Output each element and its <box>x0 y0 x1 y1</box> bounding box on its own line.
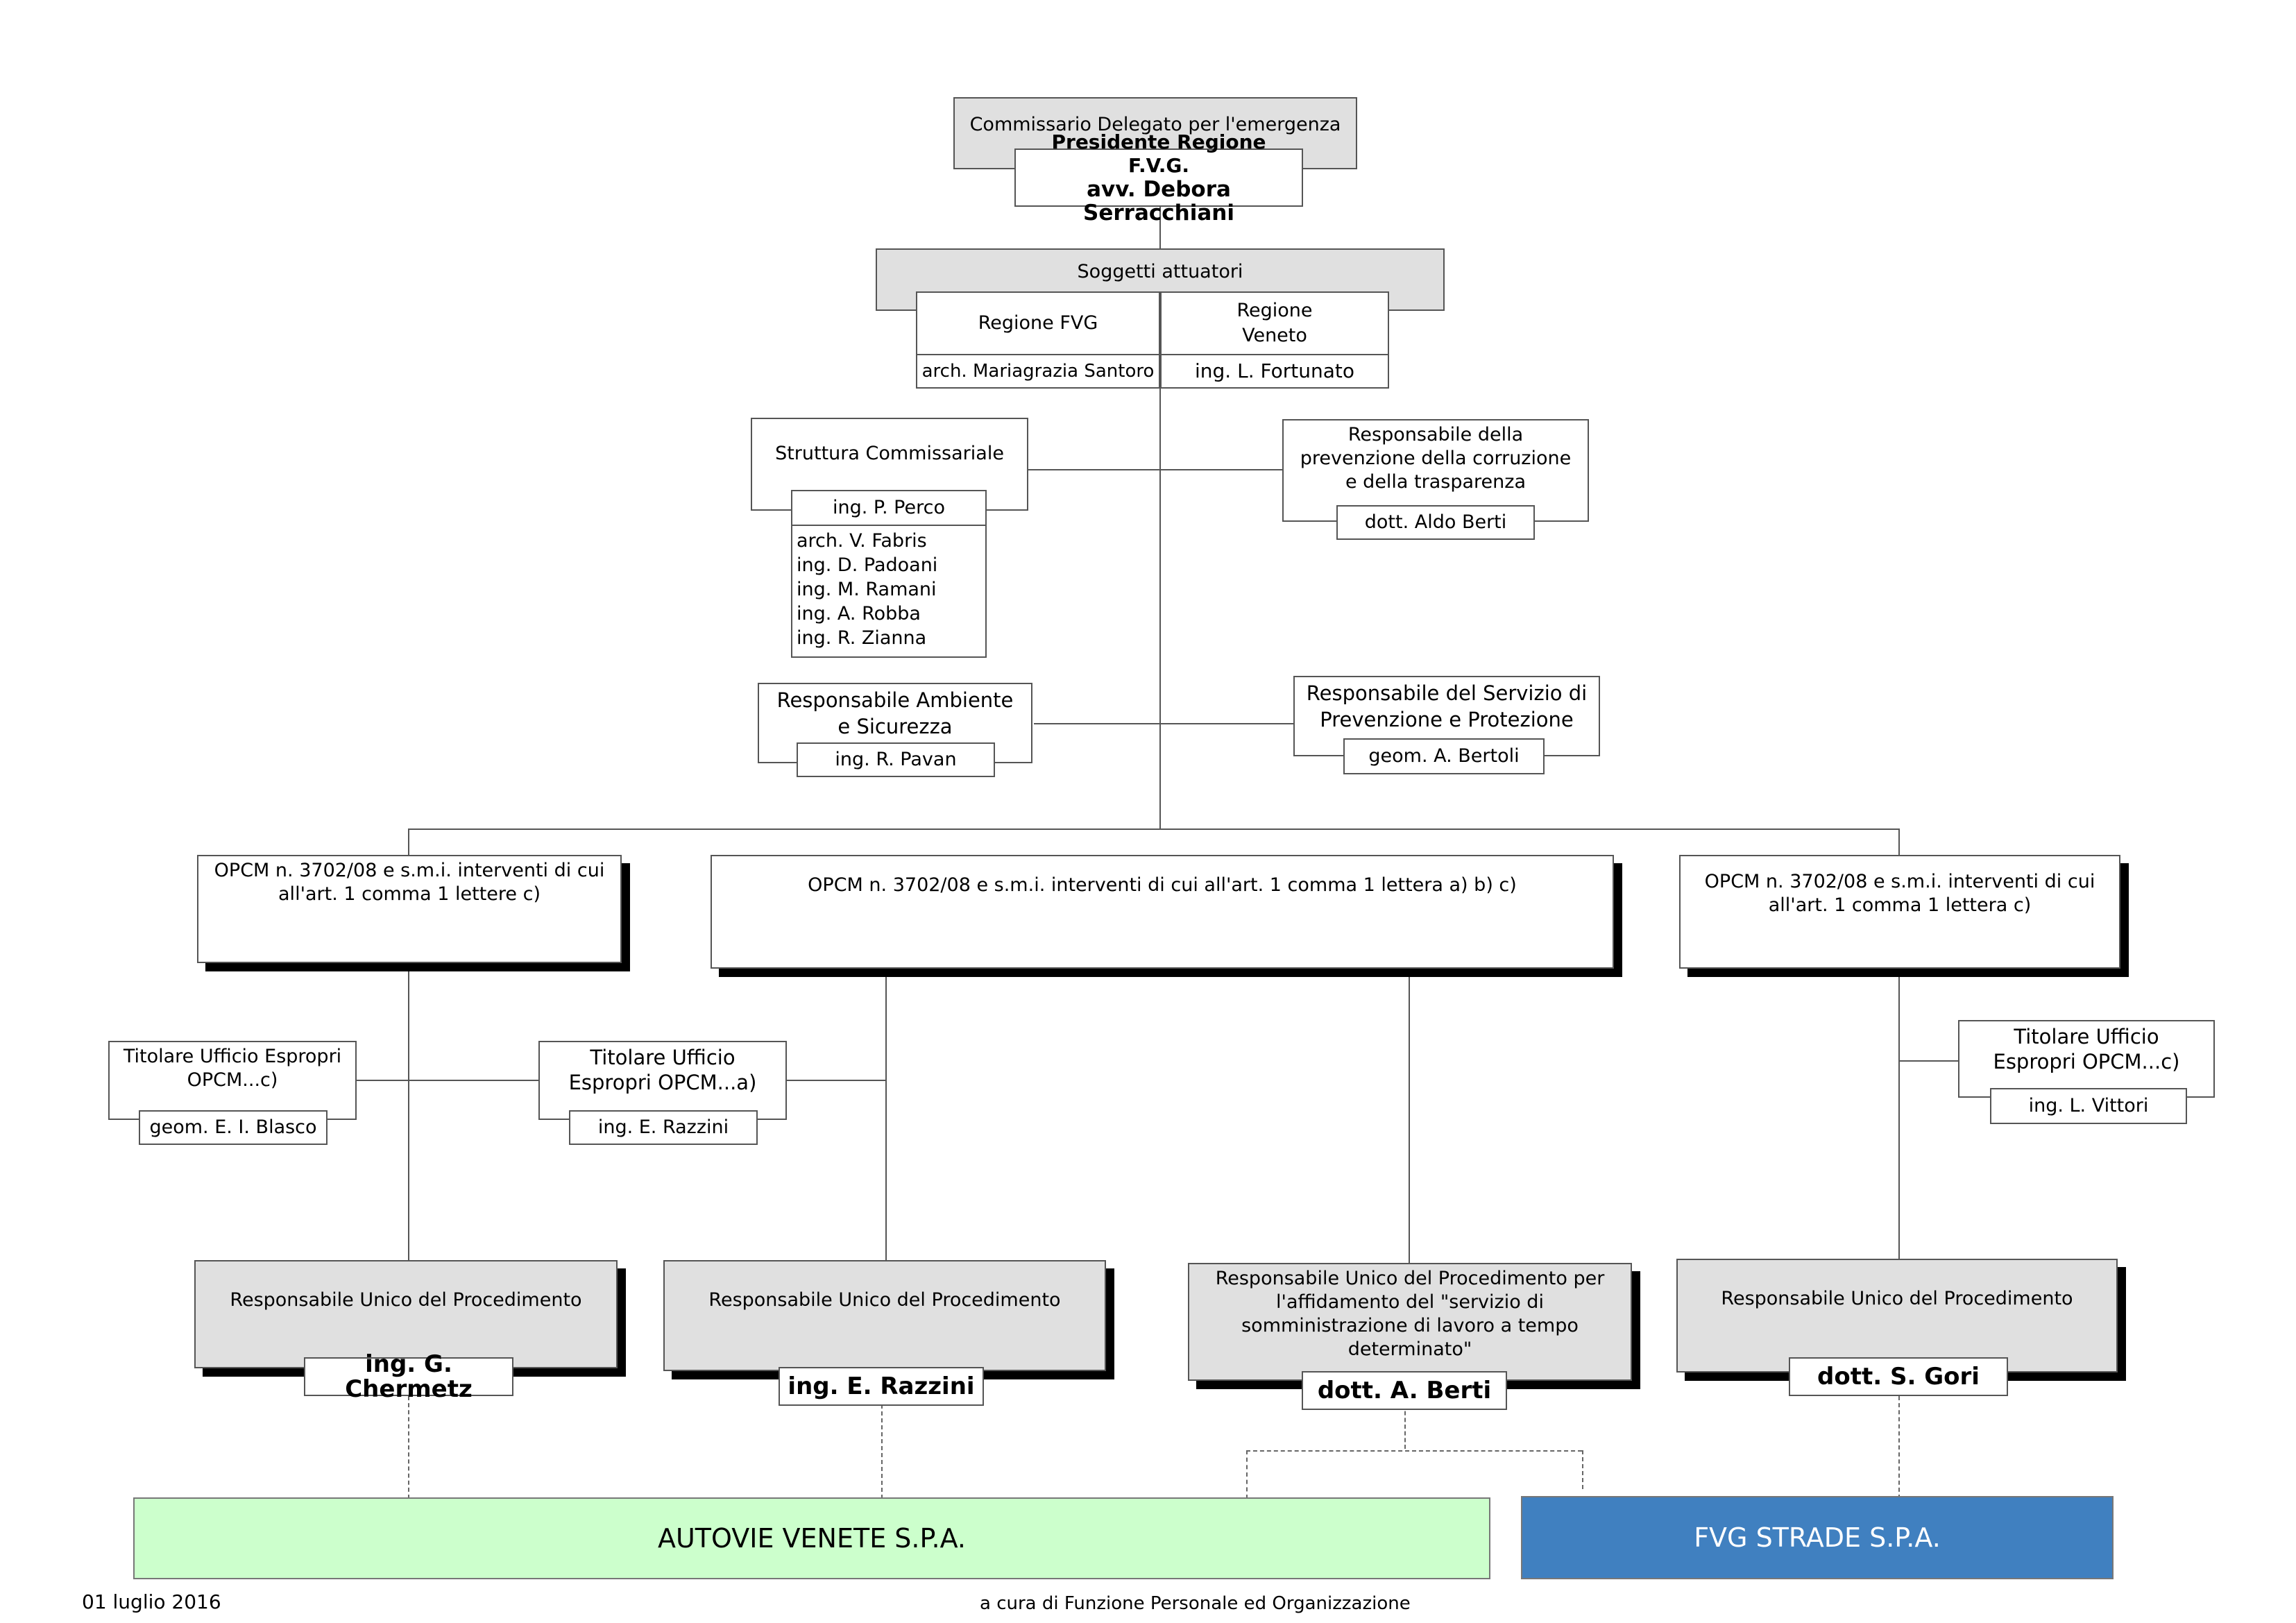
ambiente-name: ing. R. Pavan <box>835 749 957 770</box>
regione-veneto-label: Regione Veneto <box>1236 300 1313 346</box>
fvg-strade-box: FVG STRADE S.P.A. <box>1521 1496 2114 1579</box>
espropri-c-left-name-box: geom. E. I. Blasco <box>139 1110 328 1145</box>
espropri-a-name: ing. E. Razzini <box>597 1116 729 1138</box>
opcm-left-box: OPCM n. 3702/08 e s.m.i. interventi di c… <box>197 855 622 963</box>
commissario-role: Presidente Regione F.V.G. <box>1051 130 1266 177</box>
rup-4-title: Responsabile Unico del Procedimento <box>1721 1288 2073 1309</box>
connector-line <box>885 969 887 1261</box>
espropri-a-name-box: ing. E. Razzini <box>569 1110 758 1145</box>
struttura-head: ing. P. Perco <box>833 497 945 518</box>
rup-3-name: dott. A. Berti <box>1317 1377 1492 1404</box>
rup-1-name: ing. G. Chermetz <box>345 1350 473 1403</box>
fvg-strade-name: FVG STRADE S.P.A. <box>1694 1522 1941 1553</box>
regione-fvg-name: arch. Mariagrazia Santoro <box>921 361 1155 382</box>
rup-4-name: dott. S. Gori <box>1817 1363 1980 1391</box>
commissario-name: avv. Debora Serracchiani <box>1083 177 1234 226</box>
dashed-link <box>1898 1396 1900 1499</box>
regione-fvg-label: Regione FVG <box>978 312 1098 334</box>
espropri-c-right-name-box: ing. L. Vittori <box>1990 1088 2187 1124</box>
dashed-link <box>1582 1450 1583 1489</box>
espropri-a-title: Titolare Ufficio Espropri OPCM...a) <box>568 1046 757 1094</box>
dashed-link <box>1246 1450 1582 1452</box>
member-name: arch. V. Fabris <box>797 530 927 552</box>
struttura-head-box: ing. P. Perco <box>791 490 987 526</box>
connector-line <box>355 1080 540 1081</box>
rup-2-name-box: ing. E. Razzini <box>779 1367 984 1406</box>
regione-fvg-box: Regione FVG <box>916 291 1160 355</box>
connector-line <box>1027 469 1284 470</box>
connector-line <box>1898 969 1900 1260</box>
espropri-c-right-box: Titolare Ufficio Espropri OPCM...c) <box>1958 1020 2215 1098</box>
prevenzione-name-box: geom. A. Bertoli <box>1343 738 1545 774</box>
rup-1-name-box: ing. G. Chermetz <box>304 1352 513 1402</box>
espropri-c-right-name: ing. L. Vittori <box>2028 1095 2149 1116</box>
rup-1-title: Responsabile Unico del Procedimento <box>230 1289 582 1311</box>
struttura-members: arch. V. Fabris ing. D. Padoani ing. M. … <box>791 525 987 658</box>
member-name: ing. R. Zianna <box>797 627 927 649</box>
connector-line <box>408 829 409 858</box>
espropri-c-right-title: Titolare Ufficio Espropri OPCM...c) <box>1993 1025 2180 1073</box>
rup-2-name: ing. E. Razzini <box>788 1373 975 1400</box>
footer-date: 01 luglio 2016 <box>82 1590 221 1613</box>
connector-line <box>408 829 1900 830</box>
connector-line <box>1159 167 1161 250</box>
autovie-venete-box: AUTOVIE VENETE S.P.A. <box>133 1497 1490 1579</box>
espropri-a-box: Titolare Ufficio Espropri OPCM...a) <box>538 1041 787 1120</box>
ambiente-name-box: ing. R. Pavan <box>797 742 995 777</box>
connector-line <box>785 1080 885 1081</box>
regione-veneto-name-box: ing. L. Fortunato <box>1160 354 1389 389</box>
connector-line <box>1034 723 1295 724</box>
prevenzione-name: geom. A. Bertoli <box>1368 745 1520 767</box>
rup-4-name-box: dott. S. Gori <box>1789 1357 2008 1396</box>
rup-4-box: Responsabile Unico del Procedimento <box>1676 1259 2118 1373</box>
anticorruzione-title: Responsabile della prevenzione della cor… <box>1300 424 1572 493</box>
rup-2-title: Responsabile Unico del Procedimento <box>708 1289 1061 1311</box>
member-name: ing. A. Robba <box>797 603 921 624</box>
autovie-venete-name: AUTOVIE VENETE S.P.A. <box>658 1523 966 1554</box>
opcm-right-box: OPCM n. 3702/08 e s.m.i. interventi di c… <box>1679 855 2120 969</box>
regione-veneto-name: ing. L. Fortunato <box>1195 359 1354 382</box>
prevenzione-title: Responsabile del Servizio di Prevenzione… <box>1306 681 1588 731</box>
connector-line <box>1409 969 1410 1263</box>
connector-line <box>1898 1060 1959 1062</box>
dashed-link <box>408 1396 409 1499</box>
struttura-title: Struttura Commissariale <box>775 443 1004 464</box>
rup-3-box: Responsabile Unico del Procedimento per … <box>1188 1263 1632 1381</box>
soggetti-title: Soggetti attuatori <box>1077 261 1243 282</box>
regione-fvg-name-box: arch. Mariagrazia Santoro <box>916 354 1160 389</box>
rup-3-name-box: dott. A. Berti <box>1302 1371 1507 1410</box>
connector-line <box>408 962 409 1261</box>
opcm-right-text: OPCM n. 3702/08 e s.m.i. interventi di c… <box>1704 871 2095 916</box>
anticorruzione-name: dott. Aldo Berti <box>1364 511 1507 533</box>
espropri-c-left-title: Titolare Ufficio Espropri OPCM...c) <box>123 1046 342 1091</box>
commissario-name-box: Presidente Regione F.V.G. avv. Debora Se… <box>1014 130 1303 225</box>
dashed-link <box>881 1404 883 1499</box>
anticorruzione-name-box: dott. Aldo Berti <box>1336 505 1535 540</box>
member-name: ing. M. Ramani <box>797 579 937 600</box>
rup-3-title: Responsabile Unico del Procedimento per … <box>1215 1268 1605 1360</box>
espropri-c-left-box: Titolare Ufficio Espropri OPCM...c) <box>108 1041 357 1120</box>
connector-line <box>1898 829 1900 858</box>
dashed-link <box>1246 1450 1248 1499</box>
opcm-center-box: OPCM n. 3702/08 e s.m.i. interventi di c… <box>711 855 1614 969</box>
member-name: ing. D. Padoani <box>797 554 938 576</box>
regione-veneto-box: Regione Veneto <box>1160 291 1389 355</box>
ambiente-title: Responsabile Ambiente e Sicurezza <box>776 688 1014 738</box>
opcm-left-text: OPCM n. 3702/08 e s.m.i. interventi di c… <box>214 860 605 905</box>
connector-line <box>1159 291 1161 830</box>
dashed-link <box>1404 1404 1406 1449</box>
opcm-center-text: OPCM n. 3702/08 e s.m.i. interventi di c… <box>808 874 1517 896</box>
espropri-c-left-name: geom. E. I. Blasco <box>149 1116 317 1138</box>
anticorruzione-box: Responsabile della prevenzione della cor… <box>1282 419 1589 522</box>
commissario-title: Commissario Delegato per l'emergenza <box>969 114 1341 135</box>
rup-2-box: Responsabile Unico del Procedimento <box>663 1260 1106 1371</box>
rup-1-box: Responsabile Unico del Procedimento <box>194 1260 618 1368</box>
footer-credit: a cura di Funzione Personale ed Organizz… <box>980 1593 1411 1614</box>
